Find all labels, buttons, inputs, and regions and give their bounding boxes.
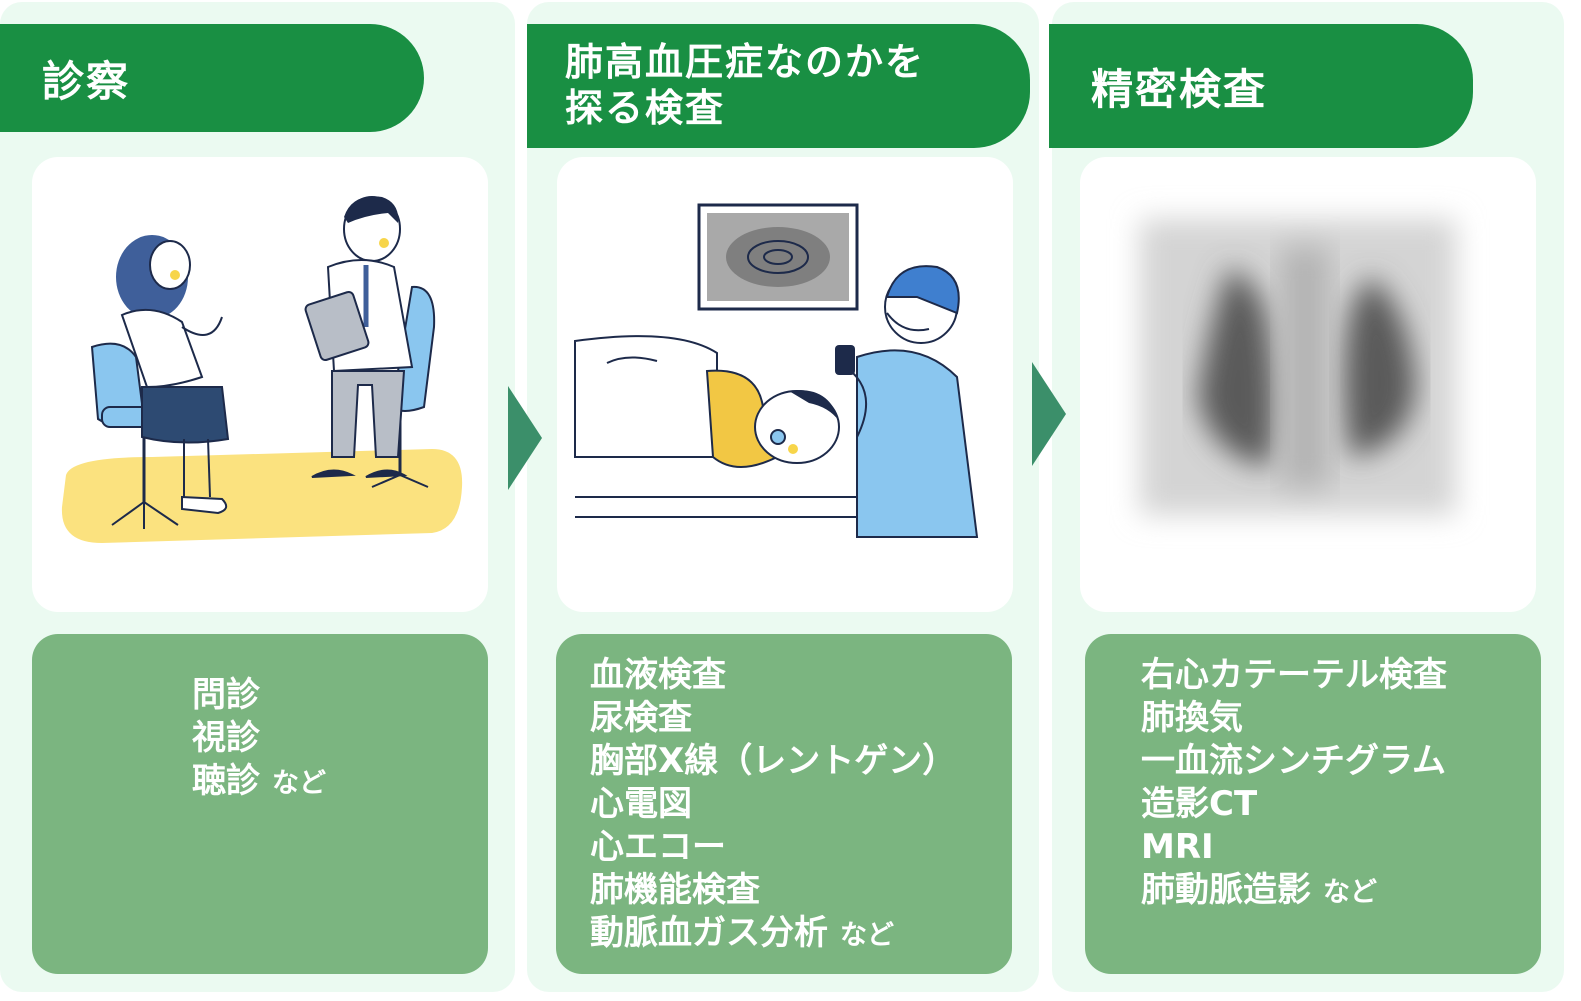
etc-suffix: など: [272, 768, 326, 799]
exam-item: 聴診: [192, 761, 260, 801]
exam-item: MRI: [1141, 827, 1214, 867]
exam-item: 右心カテーテル検査: [1141, 655, 1447, 695]
exam-item-row: 聴診など: [192, 760, 488, 803]
step-title-consultation: 診察: [0, 24, 424, 132]
echocardiogram-illustration: [557, 157, 1013, 612]
step-title-detailed-exam: 精密検査: [1049, 24, 1473, 148]
exam-list-consultation: 問診 視診 聴診など: [32, 634, 488, 974]
exam-item: 動脈血ガス分析: [590, 913, 828, 953]
step-title-screening: 肺高血圧症なのかを 探る検査: [527, 24, 1030, 148]
doctor-consultation-illustration: [32, 157, 488, 612]
exam-item: 一血流シンチグラム: [1141, 741, 1446, 781]
exam-list-detailed-exam: 右心カテーテル検査 肺換気 一血流シンチグラム 造影CT MRI 肺動脈造影など: [1085, 634, 1541, 974]
exam-item-row: 動脈血ガス分析など: [590, 912, 1012, 955]
step-title-line: 精密検査: [1091, 64, 1268, 114]
exam-item-row: 肺動脈造影など: [1141, 869, 1541, 912]
exam-item: 肺機能検査: [590, 870, 760, 910]
exam-item: 視診: [192, 718, 260, 758]
exam-item: 肺動脈造影: [1141, 870, 1311, 910]
etc-suffix: など: [840, 920, 894, 951]
exam-item: 心電図: [590, 784, 692, 824]
exam-item: 問診: [192, 675, 260, 715]
step-title-line: 診察: [42, 56, 131, 106]
exam-item: 心エコー: [590, 827, 726, 867]
exam-item: 尿検査: [590, 698, 692, 738]
exam-item: 血液検査: [590, 655, 726, 695]
exam-item: 造影CT: [1141, 784, 1258, 824]
exam-item: 胸部X線（レントゲン）: [590, 741, 957, 781]
etc-suffix: など: [1323, 877, 1377, 908]
step-title-line: 肺高血圧症なのかを: [565, 40, 926, 85]
chevron-right-icon: [508, 386, 542, 490]
chevron-right-icon: [1032, 362, 1066, 466]
exam-item: 肺換気: [1141, 698, 1243, 738]
step-title-line: 探る検査: [565, 86, 726, 130]
exam-list-screening: 血液検査 尿検査 胸部X線（レントゲン） 心電図 心エコー 肺機能検査 動脈血ガ…: [556, 634, 1012, 974]
lung-scan-illustration: [1080, 157, 1536, 612]
